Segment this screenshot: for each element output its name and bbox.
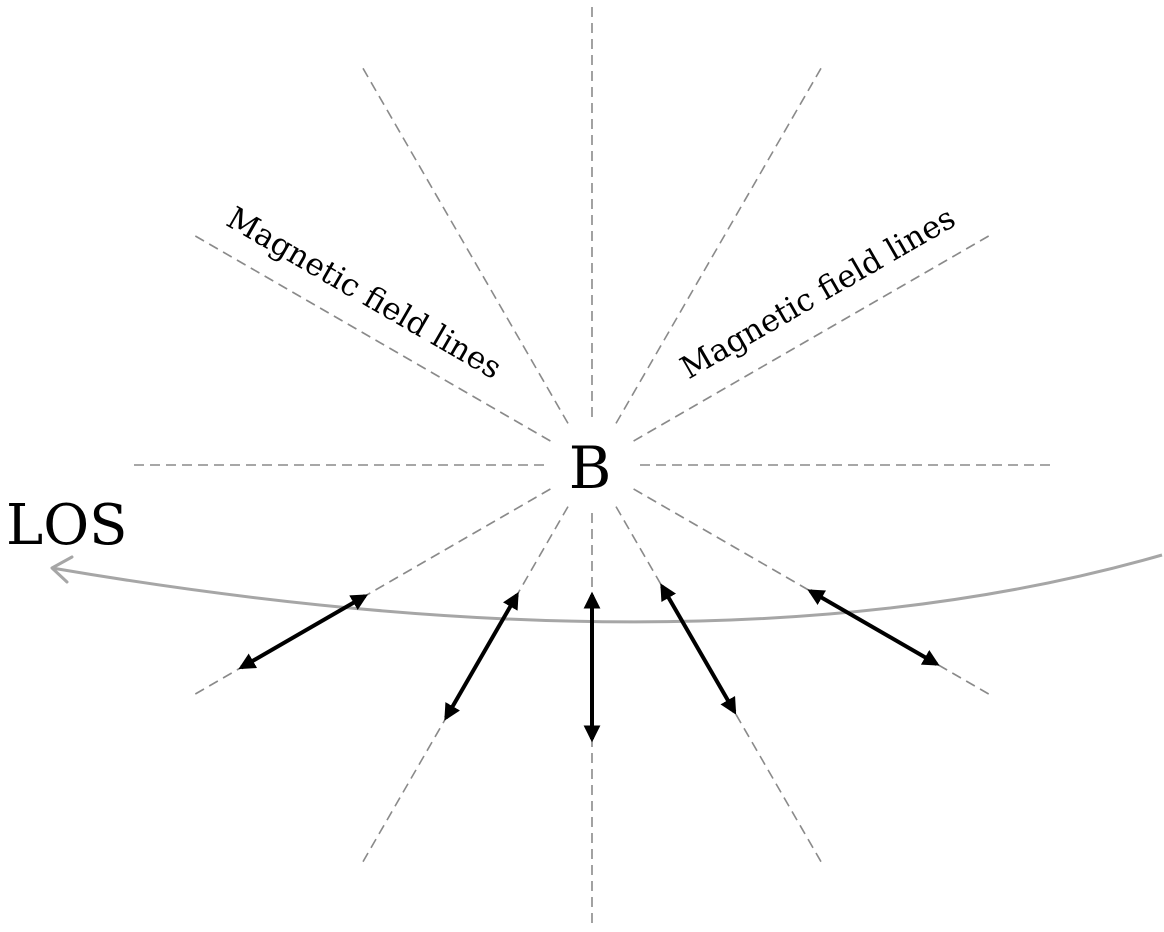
field-lines-label-left: Magnetic field lines (220, 200, 507, 387)
polarization-arrow-lower-left-shallow (238, 594, 369, 670)
field-line-upper-right-shallow (633, 234, 991, 442)
polarization-arrows-group (238, 583, 940, 743)
los-arrowhead-icon (50, 555, 74, 584)
polarization-arrow-lower-right-shallow (807, 589, 940, 666)
polarization-arrow-lower-right-steep (660, 583, 737, 715)
field-line-upper-left-steep (361, 66, 569, 424)
field-line-lower-left-steep (361, 506, 569, 864)
field-line-upper-left-shallow (193, 234, 551, 442)
field-line-upper-right-steep (615, 66, 823, 424)
field-lines-label-right: Magnetic field lines (674, 200, 961, 387)
center-label-b: B (569, 434, 612, 502)
field-line-lower-right-steep (615, 506, 823, 864)
los-curve (51, 553, 1163, 624)
polarization-arrow-lower-left-steep (444, 591, 519, 721)
line-of-sight (50, 553, 1163, 624)
los-label: LOS (6, 493, 127, 558)
